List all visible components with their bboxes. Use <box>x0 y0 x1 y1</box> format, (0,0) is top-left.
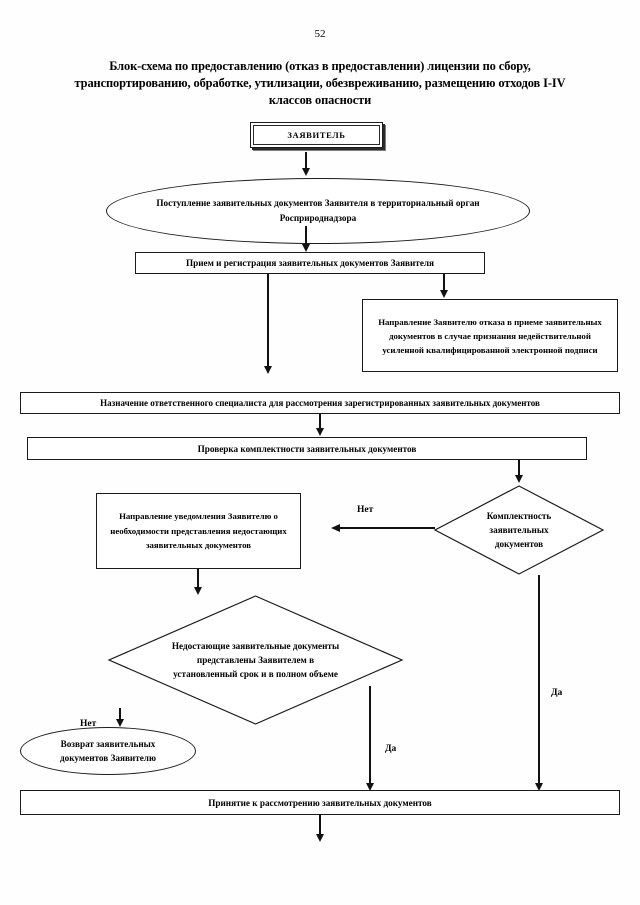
arrowhead-registration-to-assign <box>263 366 272 374</box>
node-completeness-decision-label-wrap: Комплектность заявительных документов <box>434 485 604 575</box>
connector-submission-to-registration <box>305 226 307 248</box>
node-completeness-check-label: Проверка комплектности заявительных доку… <box>197 443 417 454</box>
arrowhead-notification-to-missing <box>193 587 202 595</box>
diamond-shape-missing-docs <box>107 595 404 725</box>
node-completeness-check: Проверка комплектности заявительных доку… <box>27 437 587 460</box>
page-number: 52 <box>314 28 326 40</box>
arrowhead-yes-missing <box>365 783 374 791</box>
node-completeness-decision-label: Комплектность заявительных документов <box>486 511 552 549</box>
arrowhead-registration-to-refusal <box>439 290 448 298</box>
arrowhead-applicant-to-submission <box>301 168 310 176</box>
node-registration-label: Прием и регистрация заявительных докумен… <box>185 258 435 268</box>
connector-accept-to-next <box>319 815 321 837</box>
arrowhead-no-completeness <box>331 523 340 532</box>
node-refusal-acceptance-label: Направление Заявителю отказа в приеме за… <box>378 316 602 355</box>
node-return-docs-label: Возврат заявительных документов Заявител… <box>60 739 156 763</box>
node-missing-docs-decision-label-wrap: Недостающие заявительные документы предс… <box>108 595 403 725</box>
connector-no-missing <box>119 708 121 722</box>
node-return-docs: Возврат заявительных документов Заявител… <box>20 727 196 775</box>
node-refusal-acceptance: Направление Заявителю отказа в приеме за… <box>362 299 618 372</box>
connector-notification-to-missing <box>197 569 199 591</box>
node-applicant: ЗАЯВИТЕЛЬ <box>250 122 383 148</box>
edge-label-yes-missing: Да <box>385 744 397 754</box>
connector-registration-to-assign <box>267 274 269 370</box>
node-submission-label: Поступление заявительных документов Заяв… <box>156 198 480 223</box>
node-applicant-label: ЗАЯВИТЕЛЬ <box>287 130 346 140</box>
arrowhead-yes-completeness <box>534 783 543 791</box>
node-registration: Прием и регистрация заявительных докумен… <box>135 252 485 274</box>
edge-label-yes-completeness: Да <box>551 688 563 698</box>
arrowhead-accept-to-next <box>315 834 324 842</box>
node-notification-label: Направление уведомления Заявителю о необ… <box>110 511 287 551</box>
node-assign-specialist-label: Назначение ответственного специалиста дл… <box>100 398 540 408</box>
diamond-shape-completeness <box>433 485 605 575</box>
node-missing-docs-decision: Недостающие заявительные документы предс… <box>107 595 404 725</box>
edge-label-no-completeness: Нет <box>357 505 374 515</box>
connector-assign-to-check <box>319 414 321 430</box>
node-completeness-decision: Комплектность заявительных документов <box>433 485 605 575</box>
arrowhead-check-to-decision <box>514 475 523 483</box>
arrowhead-no-missing <box>115 719 124 727</box>
connector-yes-completeness <box>538 575 540 788</box>
node-accept-for-review: Принятие к рассмотрению заявительных док… <box>20 790 620 815</box>
node-assign-specialist: Назначение ответственного специалиста дл… <box>20 392 620 414</box>
edge-label-no-missing: Нет <box>80 719 97 729</box>
connector-no-completeness <box>340 527 435 529</box>
arrowhead-assign-to-check <box>315 428 324 436</box>
node-notification: Направление уведомления Заявителю о необ… <box>96 493 301 569</box>
page-title: Блок-схема по предоставлению (отказ в пр… <box>74 59 566 107</box>
node-accept-for-review-label: Принятие к рассмотрению заявительных док… <box>208 797 432 808</box>
connector-applicant-to-submission <box>305 152 307 170</box>
arrowhead-submission-to-registration <box>301 244 310 252</box>
node-missing-docs-decision-label: Недостающие заявительные документы предс… <box>171 641 340 679</box>
connector-yes-missing <box>369 686 371 788</box>
node-submission: Поступление заявительных документов Заяв… <box>106 178 530 244</box>
connector-registration-to-refusal <box>443 274 445 294</box>
connector-check-to-decision <box>518 460 520 478</box>
